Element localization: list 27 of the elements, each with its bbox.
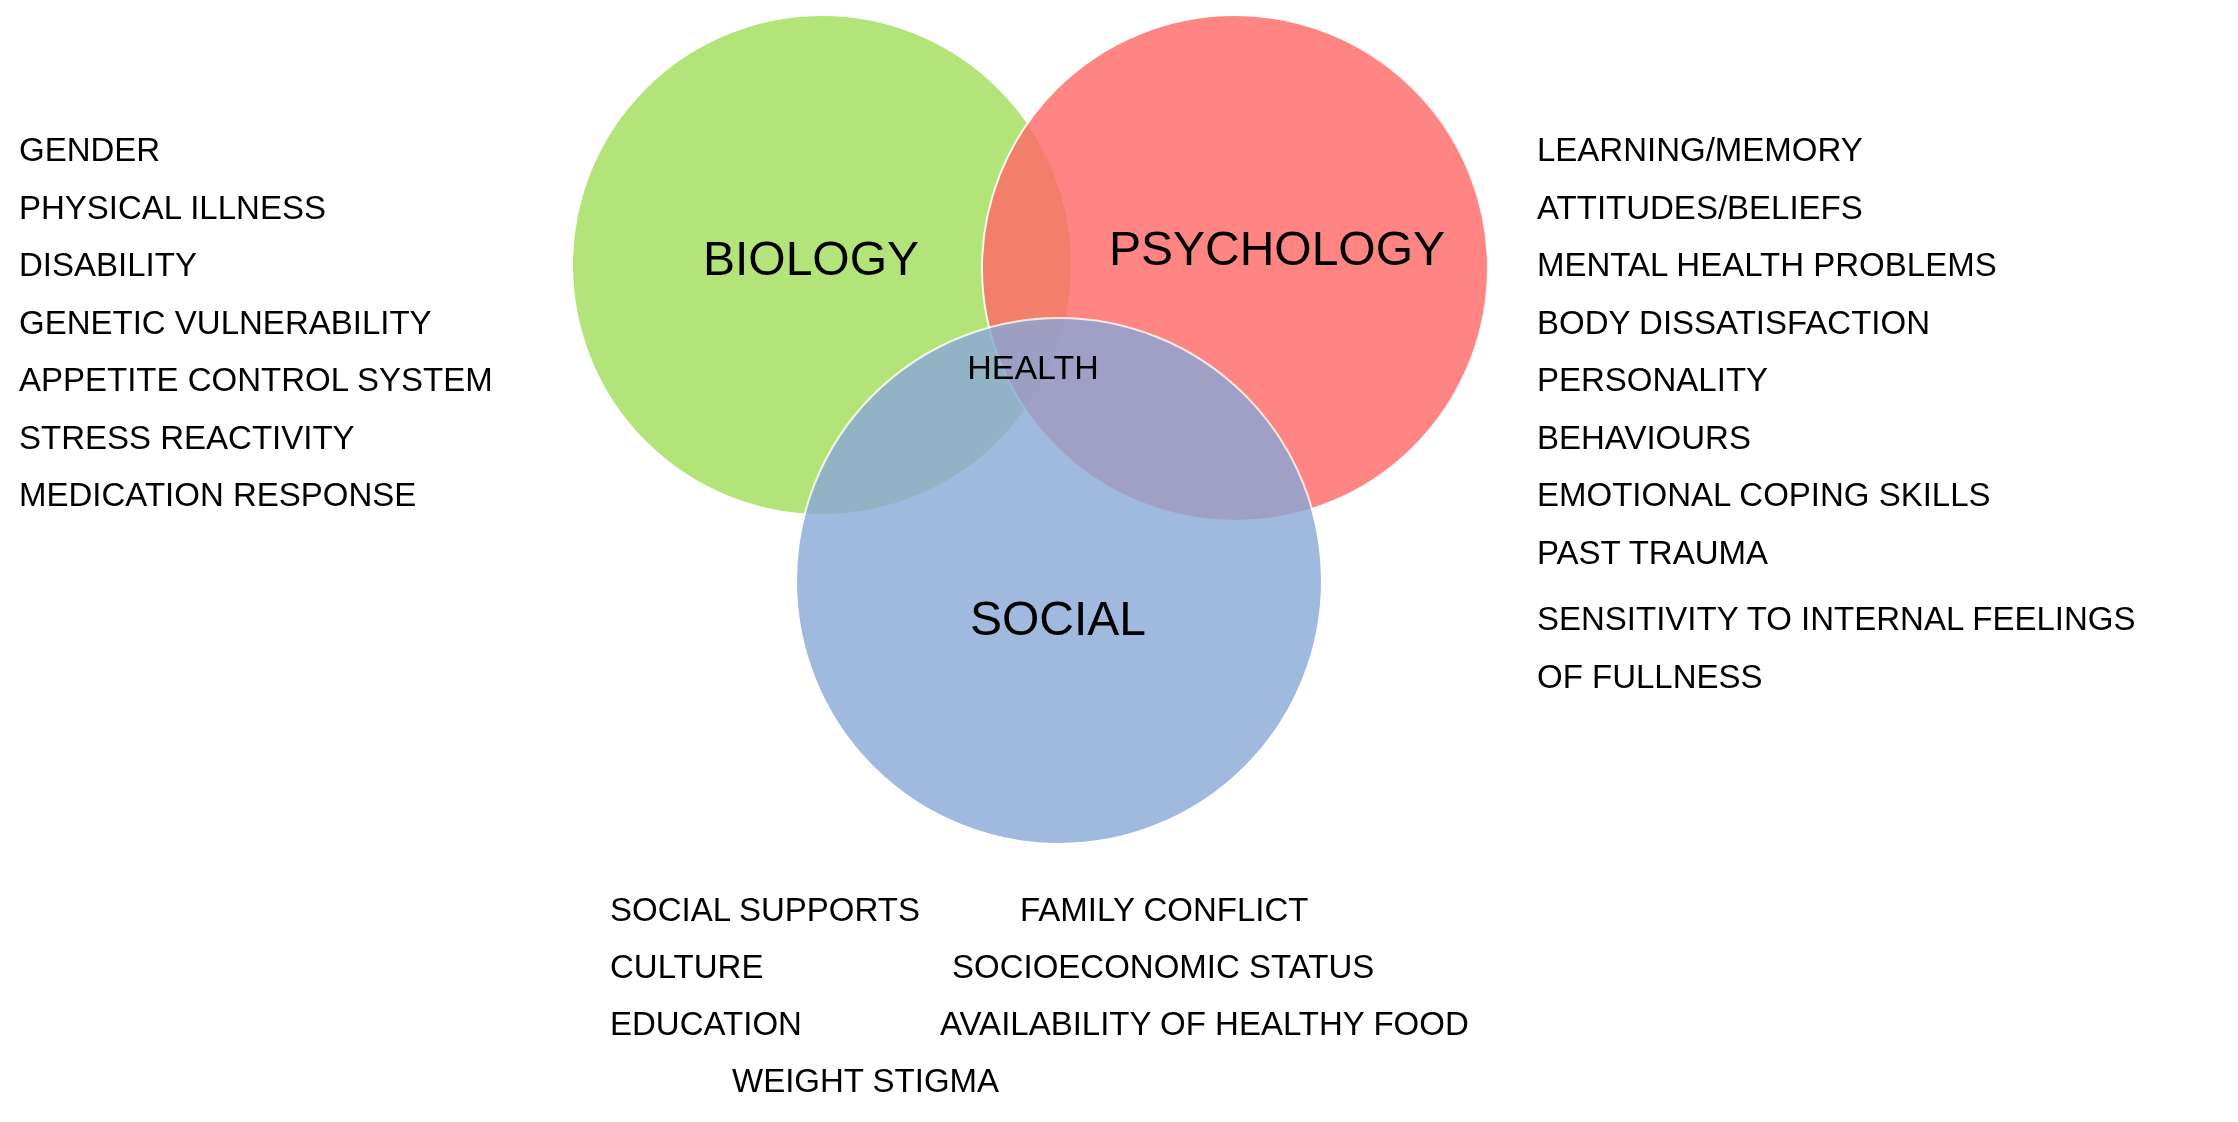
factor-label: SENSITIVITY TO INTERNAL FEELINGS OF FULLNESS: [1537, 599, 2137, 697]
factor-label: WEIGHT STIGMA: [732, 1061, 1000, 1101]
factor-label: DISABILITY: [19, 245, 197, 285]
factor-label: SOCIOECONOMIC STATUS: [952, 947, 1375, 987]
circle-label: PSYCHOLOGY: [1108, 220, 1446, 276]
factor-label: STRESS REACTIVITY: [19, 417, 355, 458]
factor-label: BODY DISSATISFACTION: [1537, 302, 1931, 343]
factor-label: MEDICATION RESPONSE: [19, 475, 417, 515]
factor-label: APPETITE CONTROL SYSTEM: [19, 360, 493, 400]
factor-label: SOCIAL SUPPORTS: [610, 890, 920, 930]
factor-label: PAST TRAUMA: [1537, 532, 1769, 573]
factor-label: GENDER: [19, 130, 161, 170]
factor-label: ATTITUDES/BELIEFS: [1537, 187, 1863, 228]
circle-label: BIOLOGY: [702, 230, 920, 286]
factor-label: EDUCATION: [610, 1004, 802, 1044]
factor-label: PHYSICAL ILLNESS: [19, 187, 326, 228]
factor-label: MENTAL HEALTH PROBLEMS: [1537, 245, 1997, 285]
factor-label: EMOTIONAL COPING SKILLS: [1537, 475, 1991, 515]
factor-label: FAMILY CONFLICT: [1020, 890, 1309, 930]
factor-label: PERSONALITY: [1537, 360, 1769, 400]
circle-label: SOCIAL: [969, 590, 1147, 646]
factor-label: AVAILABILITY OF HEALTHY FOOD: [940, 1004, 1469, 1044]
intersection-label: HEALTH: [967, 347, 1099, 387]
factor-label: GENETIC VULNERABILITY: [19, 302, 432, 343]
factor-label: LEARNING/MEMORY: [1537, 130, 1863, 170]
factor-label: CULTURE: [610, 947, 764, 987]
factor-label: BEHAVIOURS: [1537, 417, 1751, 458]
